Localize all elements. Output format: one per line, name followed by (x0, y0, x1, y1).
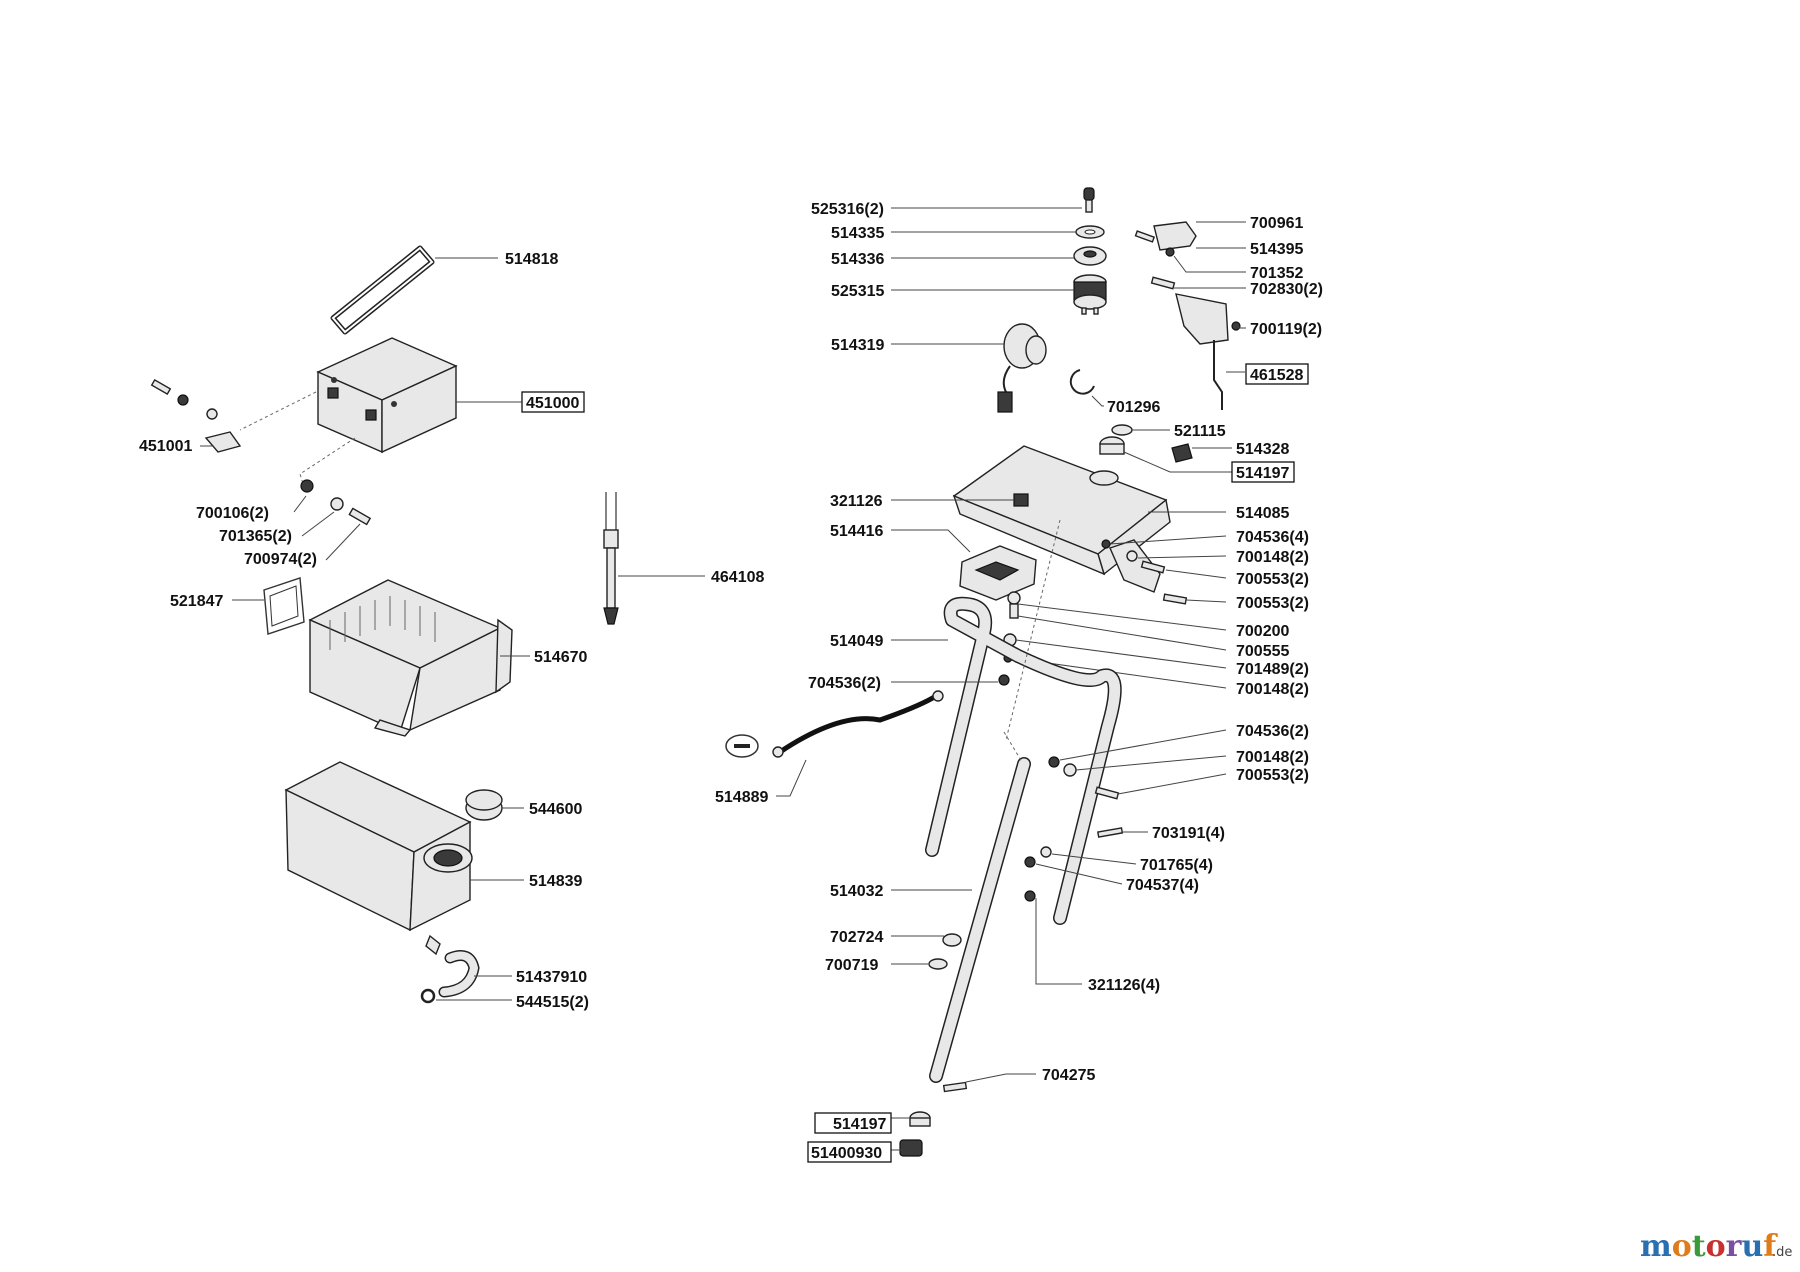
nut-washer-bolt-part (300, 479, 372, 526)
switch-700961-part (1153, 221, 1197, 251)
label-514085: 514085 (1236, 505, 1289, 522)
label-box-514197-bottom (814, 1112, 892, 1134)
battery-bolt-part (150, 378, 218, 420)
label-525315: 525315 (831, 283, 884, 300)
label-box-514197-top (1231, 461, 1295, 483)
label-451000: 451000 (526, 395, 579, 412)
label-700553-2c: 700553(2) (1236, 767, 1309, 784)
holder-514416-part (959, 545, 1037, 601)
label-box-461528 (1245, 363, 1309, 385)
label-514032: 514032 (830, 883, 883, 900)
ignition-switch-part (1073, 274, 1107, 315)
label-box-451000 (521, 391, 585, 413)
label-51400930: 51400930 (811, 1145, 882, 1162)
label-701352: 701352 (1250, 265, 1303, 282)
washer-514335-part (1075, 225, 1105, 239)
label-514049: 514049 (830, 633, 883, 650)
ground-cable-part (725, 690, 944, 758)
label-521847: 521847 (170, 593, 223, 610)
label-525316: 525316(2) (811, 201, 884, 218)
battery-tray-part (308, 579, 513, 737)
label-514839: 514839 (529, 873, 582, 890)
label-704536-2a: 704536(2) (808, 675, 881, 692)
label-514197-top: 514197 (1236, 465, 1289, 482)
label-700200: 700200 (1236, 623, 1289, 640)
steering-tube-part (929, 757, 1031, 1083)
label-700148-2c: 700148(2) (1236, 749, 1309, 766)
label-704537: 704537(4) (1126, 877, 1199, 894)
label-544515: 544515(2) (516, 994, 589, 1011)
label-701765: 701765(4) (1140, 857, 1213, 874)
svg-text:.de: .de (1772, 1245, 1792, 1260)
label-521115: 521115 (1174, 423, 1226, 440)
label-box-51400930 (807, 1141, 892, 1163)
label-700553-2b: 700553(2) (1236, 595, 1309, 612)
screw-514395-part (1134, 230, 1156, 243)
label-514416: 514416 (830, 523, 883, 540)
fuel-hose-part (438, 950, 480, 998)
nut-701352-part (1165, 247, 1175, 257)
label-700553-2a: 700553(2) (1236, 571, 1309, 588)
label-514335: 514335 (831, 225, 884, 242)
label-700106: 700106(2) (196, 505, 269, 522)
label-514395: 514395 (1250, 241, 1303, 258)
handle-frame-part (925, 596, 1122, 925)
label-321126: 321126 (830, 493, 883, 510)
bracket-461528-part (1175, 293, 1229, 410)
label-514889: 514889 (715, 789, 768, 806)
hose-clamp-part (420, 988, 436, 1004)
label-700555: 700555 (1236, 643, 1289, 660)
label-704536-4: 704536(4) (1236, 529, 1309, 546)
label-451001: 451001 (139, 438, 192, 455)
switch-514328-part (1171, 443, 1193, 463)
ignition-key-part (1083, 187, 1095, 213)
label-700719: 700719 (825, 957, 878, 974)
label-702724: 702724 (830, 929, 883, 946)
side-bracket-part (1109, 539, 1161, 593)
bushing-514197-part (1099, 436, 1125, 455)
spring-pin-part (942, 1081, 968, 1093)
label-514197-bottom: 514197 (833, 1116, 886, 1133)
label-514818: 514818 (505, 251, 558, 268)
fuel-tank-part (284, 761, 473, 956)
label-700119: 700119(2) (1250, 321, 1322, 338)
circlip-part (1069, 369, 1095, 395)
label-704275: 704275 (1042, 1067, 1095, 1084)
label-514328: 514328 (1236, 441, 1289, 458)
battery-part (316, 337, 458, 454)
label-703191: 703191(4) (1152, 825, 1225, 842)
label-701489: 701489(2) (1236, 661, 1309, 678)
clip-part (263, 577, 305, 635)
label-700148-2a: 700148(2) (1236, 549, 1309, 566)
label-702830: 702830(2) (1250, 281, 1323, 298)
battery-strap-part (330, 245, 435, 335)
nut-514336-part (1073, 246, 1107, 266)
label-704536-2b: 704536(2) (1236, 723, 1309, 740)
battery-terminal-part (204, 431, 242, 453)
label-700961: 700961 (1250, 215, 1303, 232)
label-514670: 514670 (534, 649, 587, 666)
label-701365: 701365(2) (219, 528, 292, 545)
label-461528: 461528 (1250, 367, 1303, 384)
horn-part (997, 323, 1047, 413)
label-700148-2b: 700148(2) (1236, 681, 1309, 698)
label-701296: 701296 (1107, 399, 1160, 416)
label-464108: 464108 (711, 569, 764, 586)
label-514336: 514336 (831, 251, 884, 268)
svg-text:motoruf: motoruf (1640, 1229, 1778, 1264)
fuel-cap-part (465, 789, 503, 821)
grommet-521115-part (1111, 424, 1133, 436)
label-544600: 544600 (529, 801, 582, 818)
label-51437910: 51437910 (516, 969, 587, 986)
label-514319: 514319 (831, 337, 884, 354)
label-700974: 700974(2) (244, 551, 317, 568)
sensor-part (603, 492, 619, 625)
motoruf-logo: motoruf .de (1640, 1229, 1792, 1264)
screw-702830-part (1150, 276, 1176, 290)
label-321126-4: 321126(4) (1088, 977, 1160, 994)
